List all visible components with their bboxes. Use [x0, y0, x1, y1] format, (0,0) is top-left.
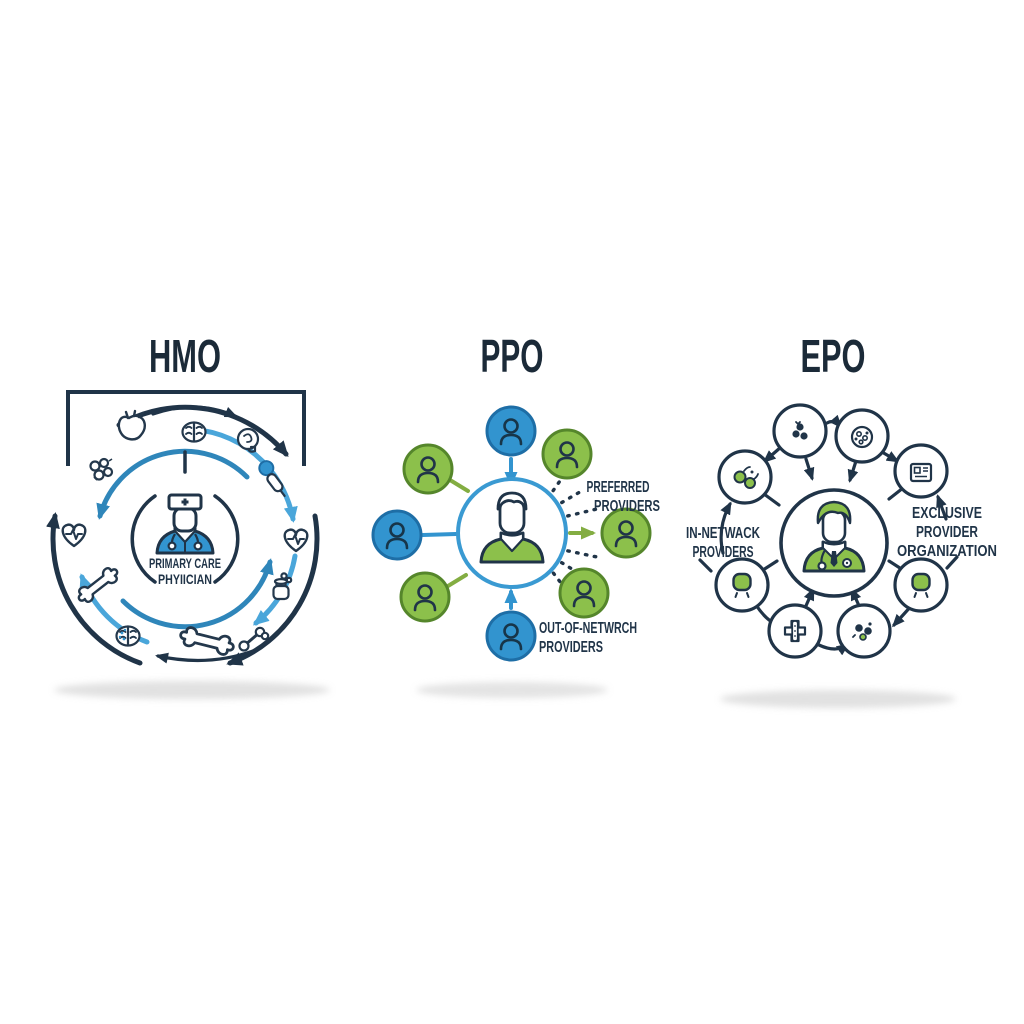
- joint-icon: [238, 626, 270, 652]
- provider-bust-icon-green: [402, 443, 454, 495]
- member-person-icon: [479, 491, 545, 564]
- medical-cross-icon: [181, 498, 189, 506]
- hmo-bracket: [66, 390, 306, 466]
- ppo-out-label-line2: PROVIDERS: [539, 639, 603, 656]
- provider-bust-icon-green: [558, 567, 610, 619]
- ground-shadows: [54, 681, 956, 708]
- hmo-orbit-icons: [61, 409, 309, 658]
- ppo-out-label-line1: OUT-OF-NETWRCH: [539, 620, 637, 637]
- epo-exclusive-label-line1: EXCLUSIVE: [912, 505, 982, 522]
- ppo-section: PPO: [371, 330, 660, 662]
- ppo-title: PPO: [481, 330, 544, 382]
- hmo-bottom-arrow: [155, 649, 255, 664]
- epo-exclusive-label-line3: ORGANIZATION: [897, 543, 997, 560]
- hmo-center-label-line2: PHYIICIAN: [158, 571, 212, 587]
- id-card-icon: [893, 443, 949, 499]
- pills-cluster-icon: [89, 457, 114, 481]
- hmo-title: HMO: [149, 330, 221, 382]
- brain-dotted-icon: [115, 625, 141, 647]
- molecules-icon: [717, 449, 773, 505]
- primary-care-physician-icon: [155, 493, 215, 555]
- brain-profile-icon: [236, 427, 260, 453]
- epo-section: EPO: [686, 330, 997, 659]
- person-head-icon: [893, 557, 949, 613]
- hmo-shadow: [54, 681, 330, 699]
- ppo-center: [456, 477, 568, 589]
- medicine-jar-icon: [272, 572, 293, 601]
- epo-center: [779, 488, 889, 598]
- bone-icon: [177, 624, 237, 658]
- ppo-satellites: [371, 405, 652, 662]
- provider-bust-icon-green: [541, 428, 593, 480]
- provider-bust-icon-green: [399, 571, 451, 623]
- hmo-top-arrow: [151, 405, 238, 418]
- anatomical-heart-icon: [117, 409, 146, 441]
- epo-in-network-label-line1: IN-NETWACK: [686, 525, 760, 542]
- ppo-preferred-label-line2: PROVIDERS: [594, 498, 660, 515]
- pills-icon: [772, 403, 828, 459]
- hmo-section: HMO: [46, 330, 320, 666]
- epo-exclusive-label-line2: PROVIDER: [916, 524, 978, 541]
- pills-icon: [836, 603, 892, 659]
- medical-cross-icon: [767, 603, 823, 659]
- person-head-icon: [714, 557, 770, 613]
- syringe-icon: [258, 460, 286, 498]
- doctor-icon: [802, 500, 866, 573]
- epo-title: EPO: [801, 330, 866, 382]
- provider-bust-icon-blue: [485, 405, 537, 457]
- provider-bust-icon-green: [600, 507, 652, 559]
- ppo-shadow: [416, 682, 608, 698]
- hmo-center-label-line1: PRIMARY CARE: [149, 555, 221, 571]
- heartbeat-heart-icon: [283, 528, 309, 553]
- provider-bust-icon-blue: [371, 509, 423, 561]
- epo-shadow: [720, 690, 956, 708]
- bone-icon: [73, 563, 123, 607]
- epo-in-network-label-line2: PROVIDERS: [693, 544, 754, 561]
- cells-dish-icon: [834, 408, 890, 464]
- brain-icon: [181, 421, 207, 443]
- provider-bust-icon-blue: [485, 610, 537, 662]
- ppo-preferred-label-line1: PREFERRED: [587, 479, 650, 496]
- epo-satellites: [714, 403, 949, 659]
- heartbeat-heart-icon: [61, 523, 87, 548]
